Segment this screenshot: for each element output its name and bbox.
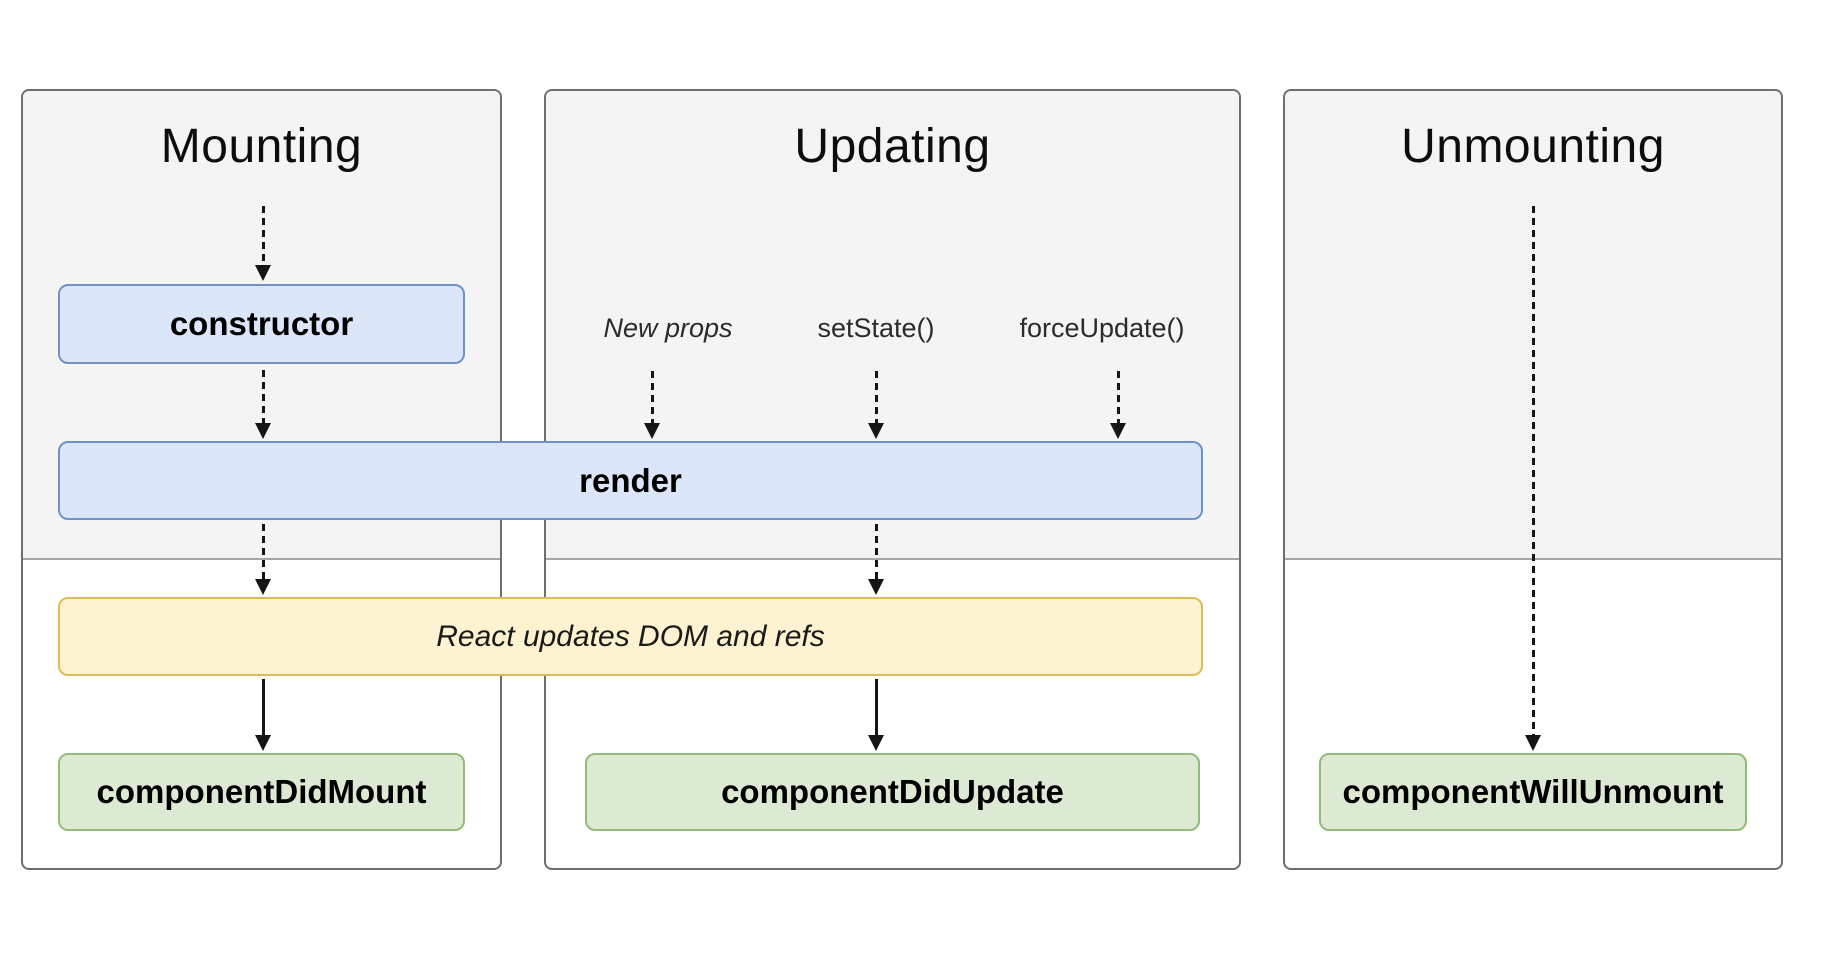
arrow-mounting-to-constructor xyxy=(255,206,271,281)
componentdidupdate-box[interactable]: componentDidUpdate xyxy=(585,753,1200,831)
label-new-props: New props xyxy=(603,313,733,343)
arrow-shaft xyxy=(1531,206,1535,735)
render-box[interactable]: render xyxy=(58,441,1203,520)
arrow-shaft xyxy=(1116,371,1120,423)
arrowhead-icon xyxy=(255,265,271,281)
arrow-shaft xyxy=(261,679,265,735)
arrow-shaft xyxy=(261,524,265,579)
arrow-new-props-to-render xyxy=(644,371,660,439)
column-title-updating: Updating xyxy=(794,120,991,173)
arrowhead-icon xyxy=(255,423,271,439)
arrowhead-icon xyxy=(644,423,660,439)
componentwillunmount-box[interactable]: componentWillUnmount xyxy=(1319,753,1747,831)
arrow-constructor-to-render xyxy=(255,370,271,439)
label-setstate: setState() xyxy=(817,313,935,343)
arrow-render-to-dom-update-updating xyxy=(868,524,884,595)
constructor-box[interactable]: constructor xyxy=(58,284,465,364)
label-forceupdate: forceUpdate() xyxy=(1019,313,1185,343)
react-updates-dom-box: React updates DOM and refs xyxy=(58,597,1203,676)
arrow-unmounting-to-componentwillunmount xyxy=(1525,206,1541,751)
arrowhead-icon xyxy=(868,423,884,439)
column-title-mounting: Mounting xyxy=(160,120,363,173)
arrow-forceupdate-to-render xyxy=(1110,371,1126,439)
arrow-shaft xyxy=(261,370,265,423)
arrow-shaft xyxy=(261,206,265,265)
componentdidmount-box[interactable]: componentDidMount xyxy=(58,753,465,831)
arrowhead-icon xyxy=(1525,735,1541,751)
arrow-shaft xyxy=(874,371,878,423)
arrowhead-icon xyxy=(255,579,271,595)
arrowhead-icon xyxy=(868,735,884,751)
column-title-unmounting: Unmounting xyxy=(1401,120,1665,173)
arrowhead-icon xyxy=(255,735,271,751)
arrow-shaft xyxy=(874,679,878,735)
arrowhead-icon xyxy=(1110,423,1126,439)
arrow-dom-update-to-componentdidupdate xyxy=(868,679,884,751)
arrow-dom-update-to-componentdidmount xyxy=(255,679,271,751)
arrow-shaft xyxy=(650,371,654,423)
arrow-setstate-to-render xyxy=(868,371,884,439)
arrow-render-to-dom-update-mounting xyxy=(255,524,271,595)
arrow-shaft xyxy=(874,524,878,579)
arrowhead-icon xyxy=(868,579,884,595)
